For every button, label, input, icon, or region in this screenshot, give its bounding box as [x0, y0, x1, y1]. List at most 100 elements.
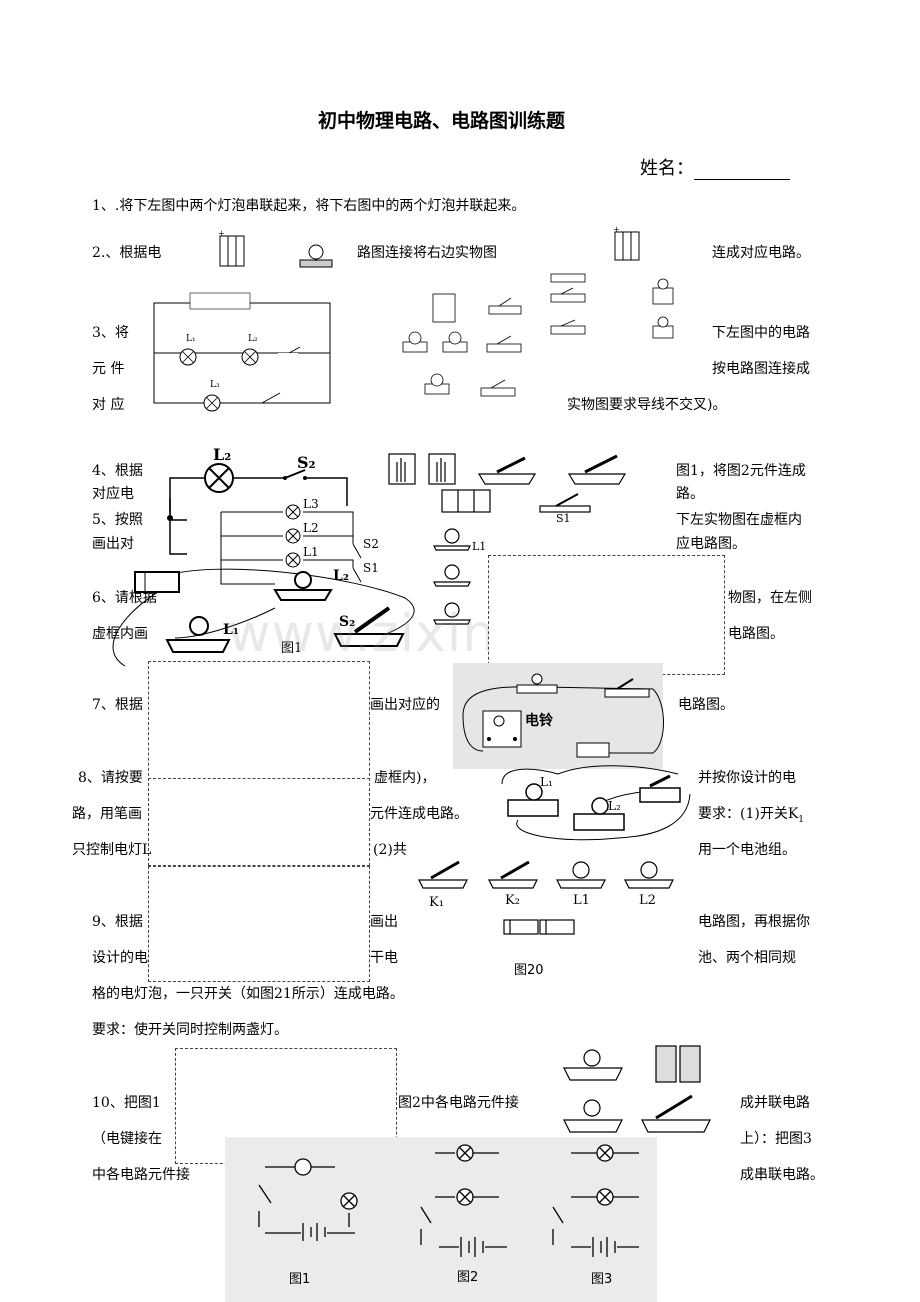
question-6-part-a: 6、请根据	[92, 590, 157, 606]
q3-label-l2: L₂	[248, 334, 258, 344]
question-7-part-a: 7、根据	[92, 697, 143, 713]
question-8-part-e: 元件连成电路。	[370, 806, 468, 822]
question-9-part-f: 池、两个相同规	[698, 950, 796, 966]
q4-label-s2: S₂	[297, 453, 316, 472]
q8-label-l2: L₂	[608, 799, 621, 813]
question-10-part-a: 10、把图1	[92, 1095, 161, 1111]
question-9-part-d: 设计的电	[92, 950, 148, 966]
q8-control-text: 只控制电灯L	[72, 842, 152, 858]
q5-label-s2: S2	[363, 537, 379, 551]
q4-circuit-diagram: L₂ S₂	[169, 445, 348, 514]
question-8-part-c: 并按你设计的电	[698, 770, 796, 786]
bottom-circuit-figures: 图1 图2 图3	[258, 1144, 639, 1287]
q3-physical-components	[402, 273, 674, 397]
question-5-part-b: 画出对	[92, 536, 134, 552]
question-9-part-b: 画出	[370, 914, 398, 930]
q6-physical-figure: L₁ L₂ S₂ 图1	[112, 568, 415, 667]
q3-circuit-diagram: L₁ L₂ L₃	[153, 292, 331, 412]
question-8-part-i: 用一个电池组。	[698, 842, 796, 858]
fig3-caption: 图3	[591, 1272, 612, 1287]
question-8-part-b: 虚框内)，	[374, 770, 436, 786]
name-blank[interactable]	[694, 161, 790, 180]
battery-icon: +	[218, 229, 245, 267]
question-3-part-b: 元 件	[92, 361, 125, 377]
q9-battery-figure: 图20	[503, 919, 575, 978]
q5-label-l3: L3	[303, 497, 319, 511]
question-3-part-d: 下左图中的电路	[712, 325, 810, 341]
q8-label-k1: K₁	[429, 895, 444, 910]
q5-physical-components: S1 L1	[433, 489, 591, 625]
q3-label-l1: L₁	[186, 334, 196, 344]
page-title: 初中物理电路、电路图训练题	[318, 110, 566, 132]
q6-answer-box[interactable]	[148, 661, 370, 781]
fig1-caption: 图1	[289, 1272, 310, 1287]
q8-label-l2b: L2	[639, 893, 656, 908]
question-9-part-e: 干电	[370, 950, 398, 966]
question-8-part-h: (2)共	[373, 842, 407, 858]
question-2-part-b: 路图连接将右边实物图	[357, 245, 497, 261]
q5-label-s1-physical: S1	[556, 512, 571, 525]
q5-circuit-diagram: L3 L2 L1 S2 S1	[167, 497, 379, 585]
q6-label-l2: L₂	[333, 568, 349, 584]
svg-text:+: +	[613, 225, 620, 234]
question-2-part-c: 连成对应电路。	[712, 245, 810, 261]
question-5-part-c: 下左实物图在虚框内	[676, 512, 802, 528]
question-4-part-b: 对应电	[92, 486, 134, 502]
question-10-part-f: 中各电路元件接	[92, 1167, 190, 1183]
q9-answer-box[interactable]	[148, 866, 370, 982]
question-1: 1、.将下左图中两个灯泡串联起来，将下右图中的两个灯泡并联起来。	[92, 198, 526, 214]
q8-k-subscript: 1	[798, 814, 805, 825]
question-9-part-g: 格的电灯泡，一只开关（如图21所示）连成电路。	[92, 986, 404, 1002]
question-3-part-f: 实物图要求导线不交叉)。	[567, 397, 727, 413]
bell-label: 电铃	[525, 712, 553, 729]
question-6-part-b: 虚框内画	[92, 626, 148, 642]
bulb-holder-icon	[299, 244, 333, 268]
question-3-part-e: 按电路图连接成	[712, 361, 810, 377]
svg-text:+: +	[218, 229, 225, 238]
q5-label-l1-physical: L1	[472, 540, 486, 553]
q8-physical-figure: L₁ L₂	[501, 765, 691, 841]
question-3-part-c: 对 应	[92, 397, 125, 413]
question-9-part-h: 要求：使开关同时控制两盏灯。	[92, 1022, 288, 1038]
question-8-part-g: 只控制电灯L	[72, 842, 151, 859]
question-6-part-d: 电路图。	[728, 626, 784, 642]
q4-physical-components	[388, 453, 627, 485]
question-10-part-b: 图2中各电路元件接	[398, 1095, 519, 1111]
question-9-part-c: 电路图，再根据你	[698, 914, 810, 930]
q5-label-l1: L1	[303, 545, 319, 559]
question-6-part-c: 物图，在左侧	[728, 590, 812, 606]
q4-label-l2: L₂	[213, 445, 231, 464]
q7-bell-circuit: 电铃	[462, 673, 664, 758]
question-4-part-d: 路。	[676, 486, 704, 502]
q5-label-s1: S1	[363, 561, 379, 575]
question-3-part-a: 3、将	[92, 325, 129, 341]
question-9-part-a: 9、根据	[92, 914, 143, 930]
question-8-part-d: 路，用笔画	[72, 806, 142, 822]
q6-label-s2: S₂	[339, 614, 355, 630]
question-10-part-d: （电键接在	[92, 1131, 162, 1147]
q8-requirement: 要求：(1)开关K	[698, 806, 799, 822]
q6-fig1-caption: 图1	[281, 641, 302, 656]
q5-answer-box[interactable]	[488, 555, 725, 675]
question-5-part-d: 应电路图。	[676, 536, 746, 552]
question-7-part-c: 电路图。	[678, 697, 734, 713]
question-2-part-a: 2.、根据电	[92, 245, 162, 261]
q6-label-l1: L₁	[223, 622, 239, 638]
name-label: 姓名：	[640, 158, 694, 179]
question-10-part-e: 上）：把图3	[740, 1131, 812, 1147]
battery-icon-2: +	[613, 225, 640, 261]
question-5-part-a: 5、按照	[92, 512, 143, 528]
question-10-part-g: 成串联电路。	[740, 1167, 824, 1183]
question-4-part-a: 4、根据	[92, 463, 143, 479]
q10-components	[563, 1045, 711, 1133]
q5-label-l2: L2	[303, 521, 319, 535]
q8-components-row: K₁ K₂ L1 L2	[418, 860, 674, 910]
q9-fig20-caption: 图20	[514, 963, 544, 978]
q8-label-k2: K₂	[505, 893, 520, 908]
question-4-part-c: 图1，将图2元件连成	[676, 463, 806, 479]
fig2-caption: 图2	[457, 1270, 478, 1285]
q8-answer-box[interactable]	[148, 778, 370, 866]
q3-label-l3: L₃	[210, 380, 220, 390]
question-10-part-c: 成并联电路	[740, 1095, 810, 1111]
q8-label-l1b: L1	[573, 893, 590, 908]
